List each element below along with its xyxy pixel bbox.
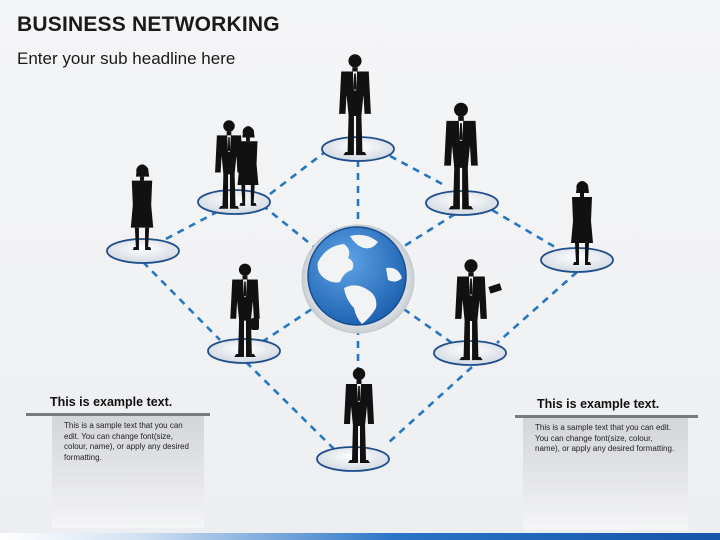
text-box-divider xyxy=(515,415,698,418)
connector-line xyxy=(261,303,319,344)
person-silhouette-icon xyxy=(230,263,260,357)
globe-icon xyxy=(301,224,415,334)
connector-line xyxy=(397,212,456,252)
connector-line xyxy=(496,271,578,344)
connector-line xyxy=(386,366,473,445)
connector-line xyxy=(269,150,326,196)
text-box-body: This is a sample text that you can edit.… xyxy=(52,416,204,528)
connector-line xyxy=(491,208,561,252)
platform-ellipse xyxy=(425,190,499,216)
person-silhouette-icon xyxy=(130,164,154,251)
connector-line xyxy=(245,361,336,451)
connector-line xyxy=(142,261,221,341)
text-box-heading: This is example text. xyxy=(50,395,173,409)
text-box-right: This is example text. This is a sample t… xyxy=(515,397,698,530)
text-box-left: This is example text. This is a sample t… xyxy=(26,395,210,528)
slide-subtitle: Enter your sub headline here xyxy=(17,49,236,68)
platform-ellipse xyxy=(433,340,507,366)
text-box-heading: This is example text. xyxy=(537,397,660,411)
text-box-body: This is a sample text that you can edit.… xyxy=(523,418,688,530)
slide-title: BUSINESS NETWORKING xyxy=(17,13,280,36)
platform-ellipse xyxy=(106,238,180,264)
connector-line xyxy=(389,154,447,188)
connector-line xyxy=(397,303,453,345)
footer-bar xyxy=(0,533,720,540)
text-box-divider xyxy=(26,413,210,416)
person-silhouette-icon xyxy=(455,259,502,361)
connector-line xyxy=(261,203,319,252)
